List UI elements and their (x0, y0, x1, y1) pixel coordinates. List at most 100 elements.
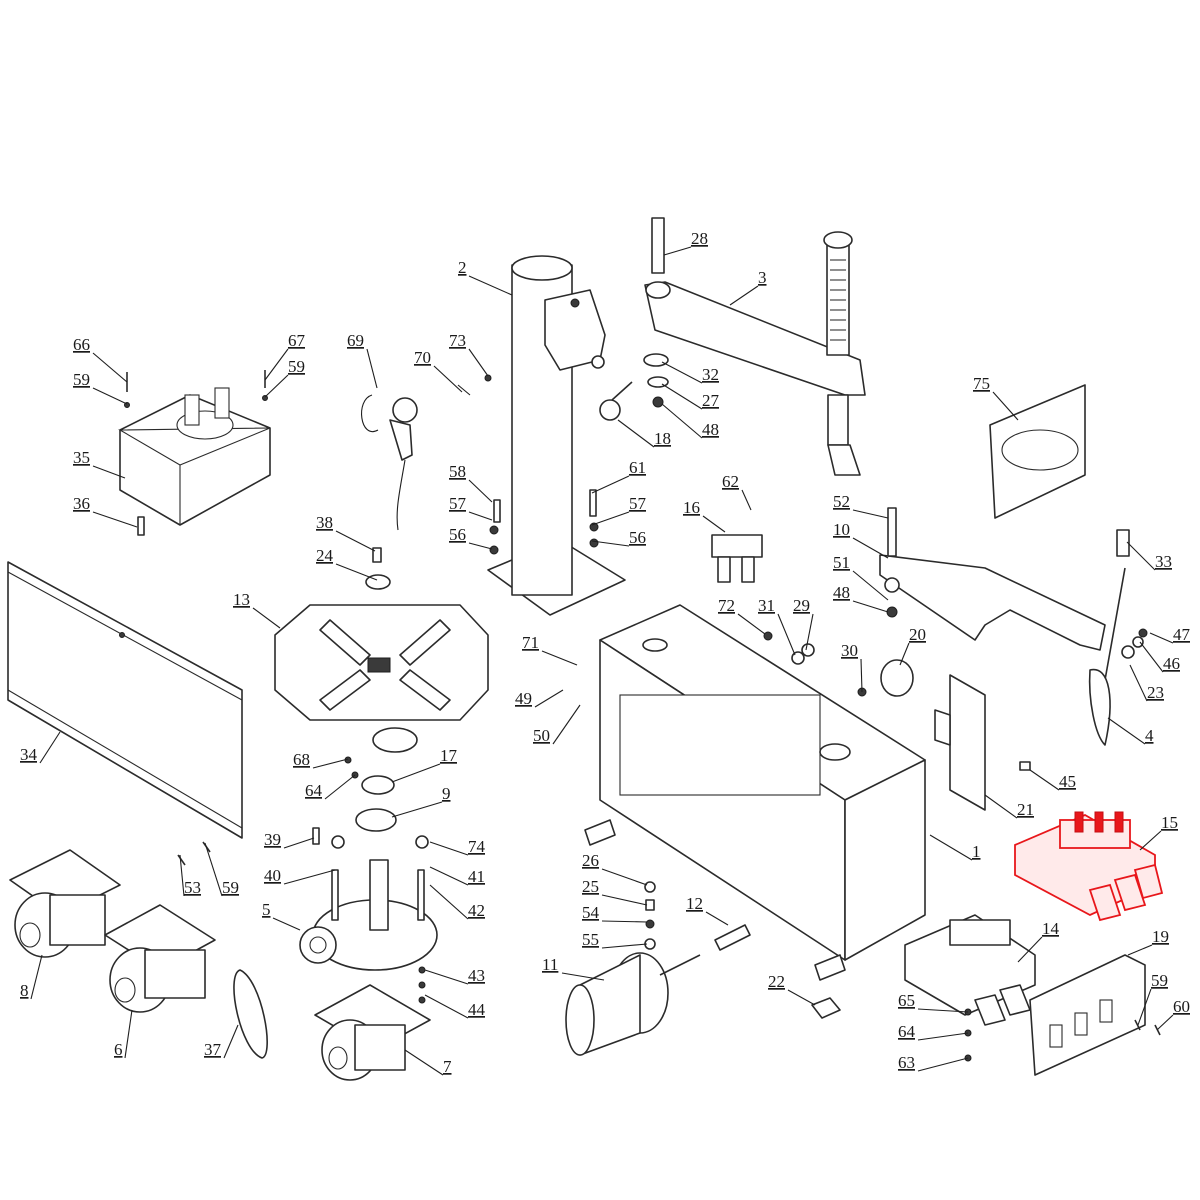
callout-37: 37 (204, 1024, 239, 1059)
leader-line (852, 509, 889, 519)
callout-9: 9 (391, 784, 451, 818)
leader-line (1126, 541, 1156, 571)
leader-line (92, 465, 126, 479)
panel-34 (7, 561, 243, 839)
callout-61: 61 (591, 458, 646, 494)
callout-number: 47 (1173, 625, 1191, 644)
leader-line (1029, 769, 1060, 791)
turntable-13 (274, 604, 489, 753)
callout-number: 15 (1161, 813, 1178, 832)
pedal-assembly-15-highlighted (1014, 811, 1164, 922)
callout-19: 19 (1127, 927, 1169, 956)
plate-75 (989, 384, 1086, 519)
leader-line (252, 607, 281, 629)
leader-line (661, 361, 703, 384)
callout-45: 45 (1029, 769, 1076, 791)
callout-number: 45 (1059, 772, 1076, 791)
leader-line (283, 869, 336, 885)
callout-29: 29 (793, 596, 814, 651)
callout-66: 66 (73, 335, 128, 383)
callout-number: 36 (73, 494, 90, 513)
leader-line (601, 943, 648, 949)
leader-line (917, 1008, 969, 1013)
leader-line (552, 704, 581, 745)
callout-number: 59 (222, 878, 239, 897)
callout-number: 53 (184, 878, 201, 897)
callout-60: 60 (1156, 997, 1190, 1031)
callout-number: 69 (347, 331, 364, 350)
callout-number: 11 (542, 955, 558, 974)
callout-number: 9 (442, 784, 451, 803)
callout-57a: 57 (449, 494, 493, 521)
callout-number: 59 (288, 357, 305, 376)
callout-35: 35 (73, 448, 126, 479)
callout-64a: 64 (305, 774, 356, 800)
callout-41: 41 (429, 866, 485, 886)
callout-74: 74 (429, 837, 486, 856)
arm-10 (879, 507, 1106, 651)
callout-70: 70 (414, 348, 463, 393)
callout-number: 39 (264, 830, 281, 849)
callout-48b: 48 (833, 583, 889, 613)
callout-number: 12 (686, 894, 703, 913)
callout-16: 16 (683, 498, 726, 533)
leader-line (179, 854, 185, 897)
leader-line (805, 613, 814, 651)
callout-number: 48 (702, 420, 719, 439)
screws-53-59 (177, 841, 211, 866)
filter-regulator-16 (711, 534, 763, 583)
callout-15: 15 (1139, 813, 1178, 851)
callout-number: 8 (20, 981, 29, 1000)
callout-54: 54 (582, 903, 648, 923)
motor-7 (314, 984, 431, 1081)
leader-line (433, 365, 463, 393)
callout-24: 24 (316, 546, 378, 581)
leader-line (468, 275, 513, 296)
callout-42: 42 (429, 884, 485, 920)
callout-number: 13 (233, 590, 250, 609)
motor-6 (104, 904, 216, 1013)
leader-line (591, 475, 630, 494)
callout-8: 8 (20, 954, 43, 1000)
leader-line (852, 600, 889, 613)
callout-number: 14 (1042, 919, 1060, 938)
callout-73: 73 (449, 331, 489, 377)
leader-line (1127, 944, 1153, 956)
callout-number: 7 (443, 1057, 452, 1076)
leader-line (404, 1049, 444, 1076)
callout-number: 6 (114, 1040, 123, 1059)
callout-68: 68 (293, 750, 349, 769)
leader-line (92, 352, 128, 383)
cabinet-1 (584, 604, 926, 981)
callout-number: 32 (702, 365, 719, 384)
leader-line (391, 801, 443, 818)
block-22 (811, 997, 841, 1019)
callout-18: 18 (617, 419, 671, 448)
callout-33: 33 (1126, 541, 1172, 571)
callout-52: 52 (833, 492, 889, 519)
callout-6: 6 (114, 1009, 133, 1059)
callout-number: 66 (73, 335, 90, 354)
small-parts-70-73 (457, 374, 492, 396)
callout-number: 56 (629, 528, 646, 547)
callout-14: 14 (1017, 919, 1060, 963)
callout-49: 49 (515, 689, 564, 708)
callout-67: 67 (264, 331, 306, 381)
callout-number: 41 (468, 867, 485, 886)
leader-line (468, 511, 493, 521)
callout-number: 4 (1145, 726, 1154, 745)
callout-number: 64 (305, 781, 323, 800)
leader-line (705, 911, 729, 926)
callout-number: 19 (1152, 927, 1169, 946)
leader-line (1107, 717, 1146, 745)
leader-line (429, 841, 469, 856)
callout-63: 63 (898, 1053, 969, 1072)
callout-number: 34 (20, 745, 38, 764)
callout-56a: 56 (449, 525, 493, 550)
leader-line (429, 884, 469, 920)
callout-5: 5 (262, 900, 301, 931)
leader-line (366, 348, 378, 389)
callout-number: 27 (702, 391, 720, 410)
leader-line (661, 383, 703, 410)
callout-number: 30 (841, 641, 858, 660)
